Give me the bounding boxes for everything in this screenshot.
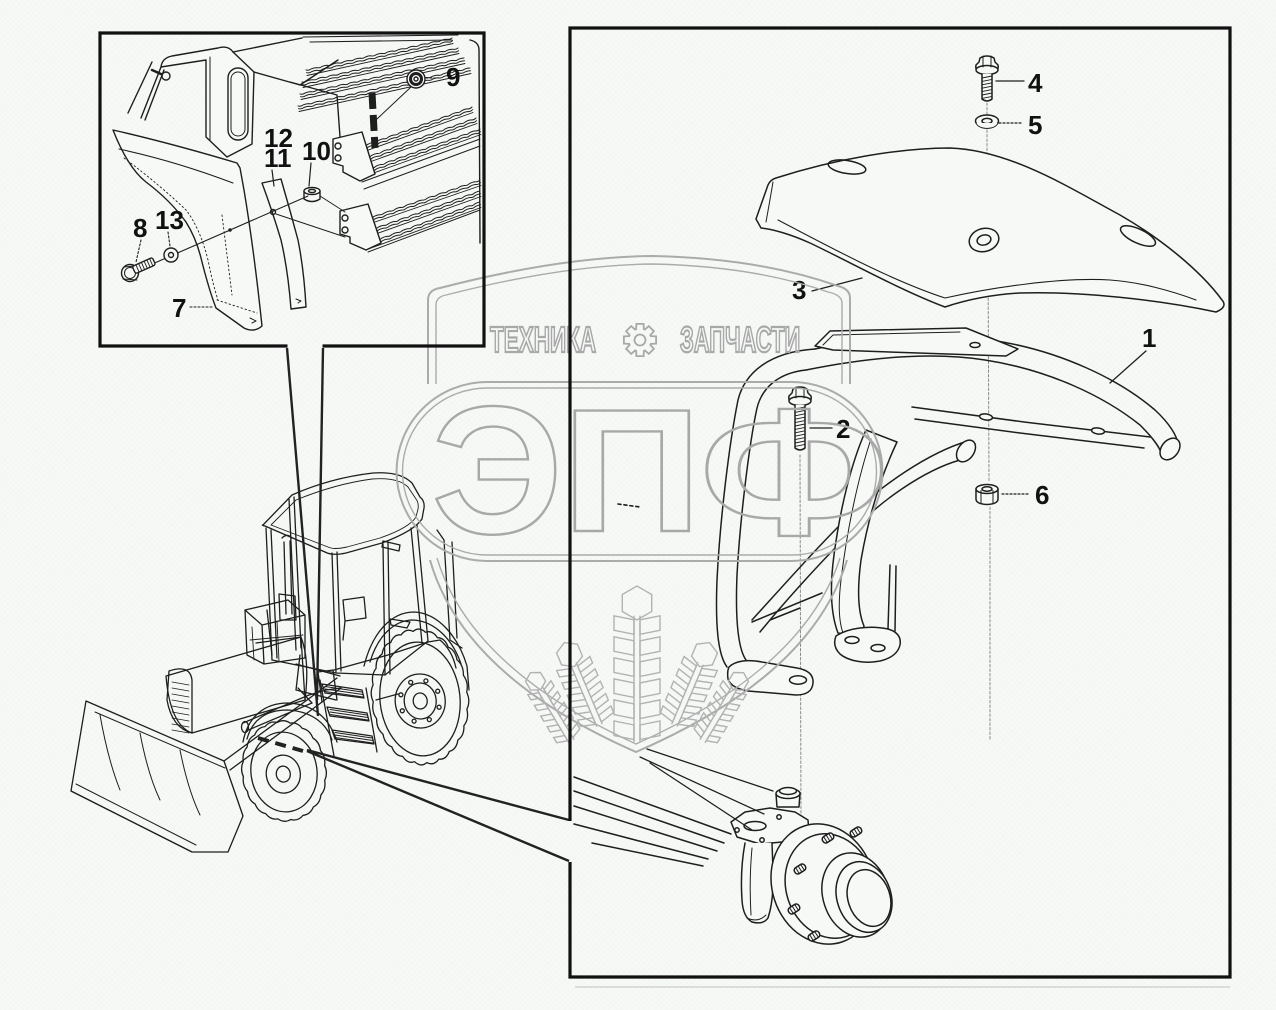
- svg-text:2: 2: [836, 414, 850, 444]
- svg-text:П: П: [562, 373, 702, 569]
- svg-text:9: 9: [446, 62, 460, 92]
- svg-text:11: 11: [264, 143, 292, 173]
- svg-text:5: 5: [1028, 110, 1042, 140]
- svg-text:Э: Э: [432, 368, 563, 572]
- svg-text:1: 1: [1142, 323, 1156, 353]
- svg-text:7: 7: [172, 293, 186, 323]
- svg-text:ТЕХНИКА: ТЕХНИКА: [490, 321, 596, 361]
- svg-text:12: 12: [264, 123, 293, 153]
- svg-text:10: 10: [302, 136, 331, 166]
- svg-text:13: 13: [155, 205, 184, 235]
- svg-text:4: 4: [1028, 68, 1043, 98]
- svg-text:6: 6: [1035, 480, 1049, 510]
- svg-text:ЗАПЧАСТИ: ЗАПЧАСТИ: [680, 321, 800, 361]
- svg-text:3: 3: [792, 275, 806, 305]
- svg-text:Ф: Ф: [699, 371, 889, 574]
- svg-text:8: 8: [133, 213, 147, 243]
